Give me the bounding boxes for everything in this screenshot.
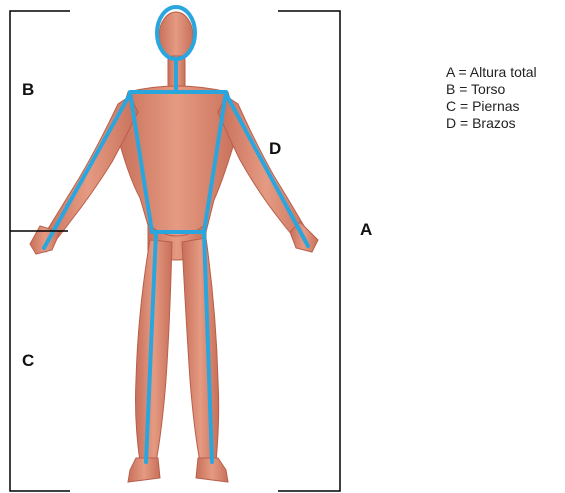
legend-item-c: C = Piernas	[446, 98, 537, 115]
legend-item-d: D = Brazos	[446, 115, 537, 132]
figure-foot-left	[128, 458, 160, 482]
legend-item-a: A = Altura total	[446, 64, 537, 81]
figure-leg-right	[182, 238, 219, 462]
arm-left-line	[44, 94, 130, 248]
label-d: D	[269, 140, 281, 157]
label-a: A	[360, 221, 372, 238]
arm-right-line	[226, 94, 308, 246]
label-b: B	[22, 81, 34, 98]
legend-item-b: B = Torso	[446, 81, 537, 98]
legend: A = Altura total B = Torso C = Piernas D…	[446, 64, 537, 132]
label-c: C	[22, 352, 34, 369]
